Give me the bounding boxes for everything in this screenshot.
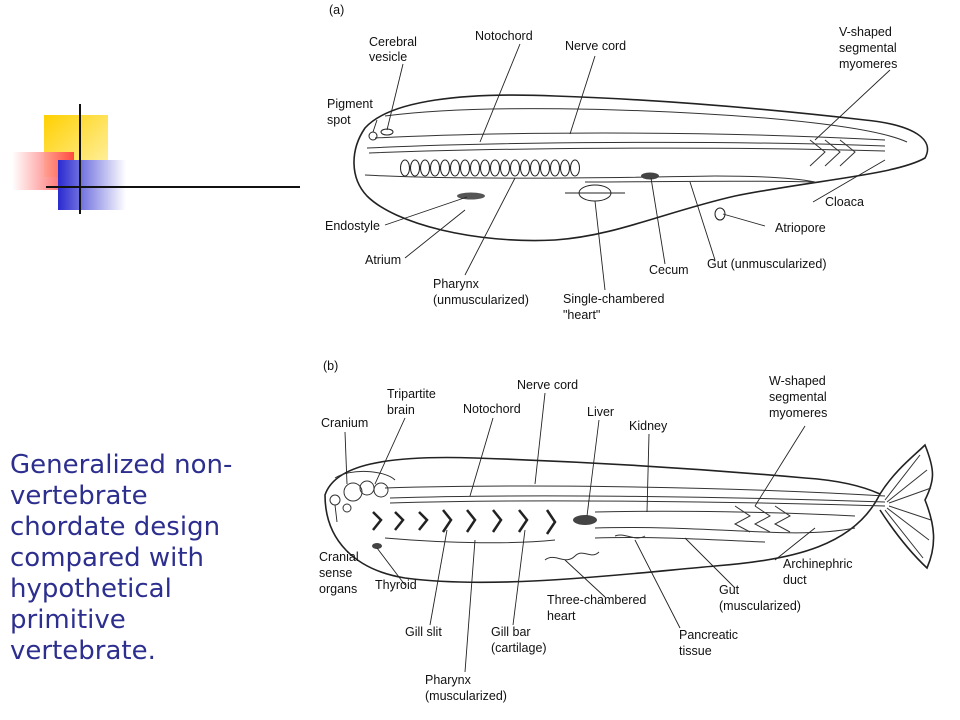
panel-b-brain [334, 470, 396, 502]
label-b-cranial-3: organs [319, 582, 357, 596]
panel-a-endostyle [457, 192, 485, 200]
panel-a-notochord [366, 141, 886, 149]
label-a-myomeres-1: V-shaped [839, 25, 892, 39]
label-b-myomeres-2: segmental [769, 390, 827, 404]
label-b-myomeres-1: W-shaped [769, 374, 826, 388]
panel-b-notochord-lower [389, 500, 886, 507]
panel-a-gut [584, 180, 816, 183]
slide-decoration [12, 104, 300, 214]
label-b-tripartite-1: Tripartite [387, 387, 436, 401]
chordate-diagram: (a) [319, 3, 935, 703]
panel-a-gill-slits [400, 159, 580, 177]
label-a-pharynx-2: (unmuscularized) [433, 293, 529, 307]
panel-a-pigment-spot [368, 131, 378, 141]
label-a-notochord: Notochord [475, 29, 533, 43]
label-a-pharynx-1: Pharynx [433, 277, 480, 291]
panel-b-liver [573, 515, 597, 525]
label-a-heart-1: Single-chambered [563, 292, 664, 306]
panel-a: (a) [325, 3, 929, 322]
label-b-tripartite-2: brain [387, 403, 415, 417]
panel-a-notochord-lower [368, 147, 886, 154]
panel-b-letter: (b) [323, 359, 338, 373]
panel-b-gut-lower [594, 536, 766, 543]
label-b-thyroid: Thyroid [375, 578, 417, 592]
panel-a-atriopore [714, 207, 726, 221]
label-b-pancreatic-1: Pancreatic [679, 628, 738, 642]
label-a-cloaca: Cloaca [825, 195, 864, 209]
panel-a-myomeres [809, 139, 856, 167]
panel-b-nerve-cord [384, 485, 886, 497]
label-b-pancreatic-2: tissue [679, 644, 712, 658]
label-a-nerve-cord: Nerve cord [565, 39, 626, 53]
panel-a-body-outline [353, 94, 929, 242]
panel-b: (b) [319, 359, 935, 703]
panel-b-body-outline [324, 456, 882, 584]
blue-square [58, 160, 126, 210]
label-a-gut: Gut (unmuscularized) [707, 257, 827, 271]
label-b-gill-bar-2: (cartilage) [491, 641, 547, 655]
label-a-pigment-spot-1: Pigment [327, 97, 373, 111]
panel-b-pancreas [614, 534, 646, 539]
panel-b-kidney [594, 510, 856, 517]
label-a-cecum: Cecum [649, 263, 689, 277]
label-b-gut-1: Gut [719, 583, 740, 597]
label-a-heart-2: "heart" [563, 308, 600, 322]
panel-b-gut [594, 526, 856, 534]
label-a-pigment-spot-2: spot [327, 113, 351, 127]
panel-b-gill-arches [372, 509, 557, 535]
label-b-kidney: Kidney [629, 419, 668, 433]
label-a-atriopore: Atriopore [775, 221, 826, 235]
panel-b-myomeres [733, 505, 791, 533]
label-b-liver: Liver [587, 405, 614, 419]
slide-caption: Generalized non-vertebrate chordate desi… [10, 450, 233, 666]
panel-b-leader-lines [334, 392, 816, 673]
label-b-gill-bar-1: Gill bar [491, 625, 531, 639]
label-b-cranial-2: sense [319, 566, 352, 580]
label-a-endostyle: Endostyle [325, 219, 380, 233]
label-b-archinephric-1: Archinephric [783, 557, 852, 571]
panel-a-nerve-cord [374, 132, 886, 141]
panel-a-letter: (a) [329, 3, 344, 17]
label-b-notochord: Notochord [463, 402, 521, 416]
label-b-archinephric-2: duct [783, 573, 807, 587]
label-a-myomeres-3: myomeres [839, 57, 897, 71]
label-b-gill-slit: Gill slit [405, 625, 442, 639]
label-b-cranium: Cranium [321, 416, 368, 430]
panel-a-leader-lines [372, 43, 891, 291]
label-a-cerebral-vesicle-1: Cerebral [369, 35, 417, 49]
label-a-atrium: Atrium [365, 253, 401, 267]
panel-b-notochord [389, 495, 886, 503]
label-b-myomeres-3: myomeres [769, 406, 827, 420]
panel-a-dorsal-line [384, 108, 908, 143]
panel-b-fin-rays [884, 454, 932, 559]
label-b-pharynx-1: Pharynx [425, 673, 472, 687]
label-b-three-chambered-2: heart [547, 609, 576, 623]
label-a-cerebral-vesicle-2: vesicle [369, 50, 407, 64]
label-b-three-chambered-1: Three-chambered [547, 593, 646, 607]
panel-b-tail-fin [879, 443, 935, 570]
panel-b-pharynx-wall [384, 537, 556, 544]
label-b-nerve-cord: Nerve cord [517, 378, 578, 392]
label-b-cranial-1: Cranial [319, 550, 359, 564]
label-b-gut-2: (muscularized) [719, 599, 801, 613]
label-b-pharynx-2: (muscularized) [425, 689, 507, 703]
panel-b-heart [544, 551, 600, 561]
label-a-myomeres-2: segmental [839, 41, 897, 55]
panel-a-cecum [641, 172, 659, 180]
panel-b-sense-organs [329, 494, 352, 513]
panel-b-thyroid [372, 543, 382, 549]
